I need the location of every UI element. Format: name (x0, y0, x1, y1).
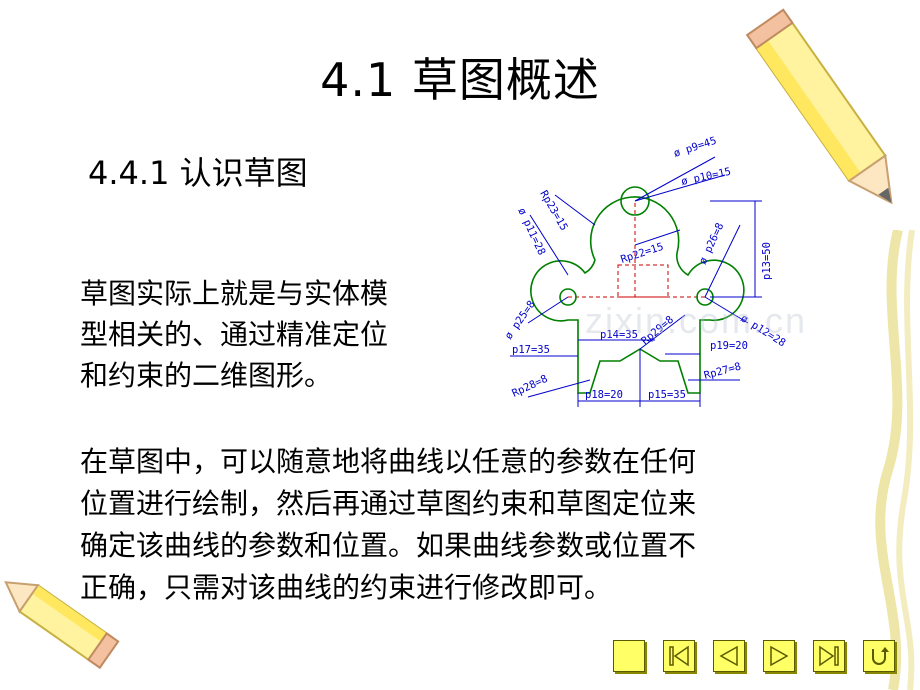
paragraph-line: 在草图中，可以随意地将曲线以任意的参数在任何 (80, 445, 697, 478)
dimension-lines (510, 156, 762, 407)
dimension-label: p14=35 (600, 329, 638, 341)
dimension-label: ø p9=45 (672, 135, 718, 160)
sketch-drawing: ø p9=45 ø p10=15 Rp23=15 ø p11=28 ø p26=… (503, 135, 788, 407)
pencil-decoration-icon (4, 581, 120, 670)
intro-paragraph: 草图实际上就是与实体模 型相关的、通过精准定位 和约束的二维图形。 (80, 273, 480, 396)
body-paragraph: 在草图中，可以随意地将曲线以任意的参数在任何 位置进行绘制，然后再通过草图约束和… (80, 441, 880, 609)
paragraph-line: 确定该曲线的参数和位置。如果曲线参数或位置不 (80, 529, 697, 562)
last-slide-button[interactable] (813, 640, 845, 672)
section-subtitle: 4.4.1 认识草图 (88, 154, 308, 192)
dimension-label: ø p10=15 (680, 166, 732, 188)
construction-lines (568, 203, 705, 298)
pencil-decoration-icon (745, 8, 893, 205)
dimension-label: p13=50 (761, 242, 773, 280)
previous-slide-button[interactable] (713, 640, 745, 672)
paragraph-line: 型相关的、通过精准定位 (80, 318, 389, 351)
return-icon (872, 647, 889, 665)
dimension-label: p15=35 (648, 389, 686, 401)
return-button[interactable] (863, 640, 895, 672)
dimension-label: p17=35 (512, 344, 550, 356)
paragraph-line: 和约束的二维图形。 (80, 359, 333, 392)
slide-title: 4.1 草图概述 (320, 53, 600, 107)
first-slide-icon (669, 645, 689, 667)
dimension-label: p18=20 (585, 389, 623, 401)
paragraph-line: 正确，只需对该曲线的约束进行修改即可。 (80, 571, 613, 604)
dimension-label: Rp28=8 (510, 373, 549, 400)
paragraph-line: 草图实际上就是与实体模 (80, 277, 389, 310)
watermark: zixin.com.cn (585, 300, 808, 341)
dimension-label: ø p11=28 (515, 206, 547, 257)
first-slide-button[interactable] (663, 640, 695, 672)
last-slide-icon (819, 645, 839, 667)
dimension-label: Rp27=8 (703, 360, 743, 381)
dimension-label: Rp22=15 (619, 241, 665, 266)
next-slide-icon (770, 645, 789, 667)
side-decoration-icon (875, 230, 915, 690)
paragraph-line: 位置进行绘制，然后再通过草图约束和草图定位来 (80, 487, 697, 520)
dimension-label: Rp23=15 (537, 189, 570, 233)
blank-button[interactable] (613, 640, 645, 672)
dimension-label: p19=20 (710, 340, 748, 352)
next-slide-button[interactable] (763, 640, 795, 672)
previous-slide-icon (719, 645, 738, 667)
